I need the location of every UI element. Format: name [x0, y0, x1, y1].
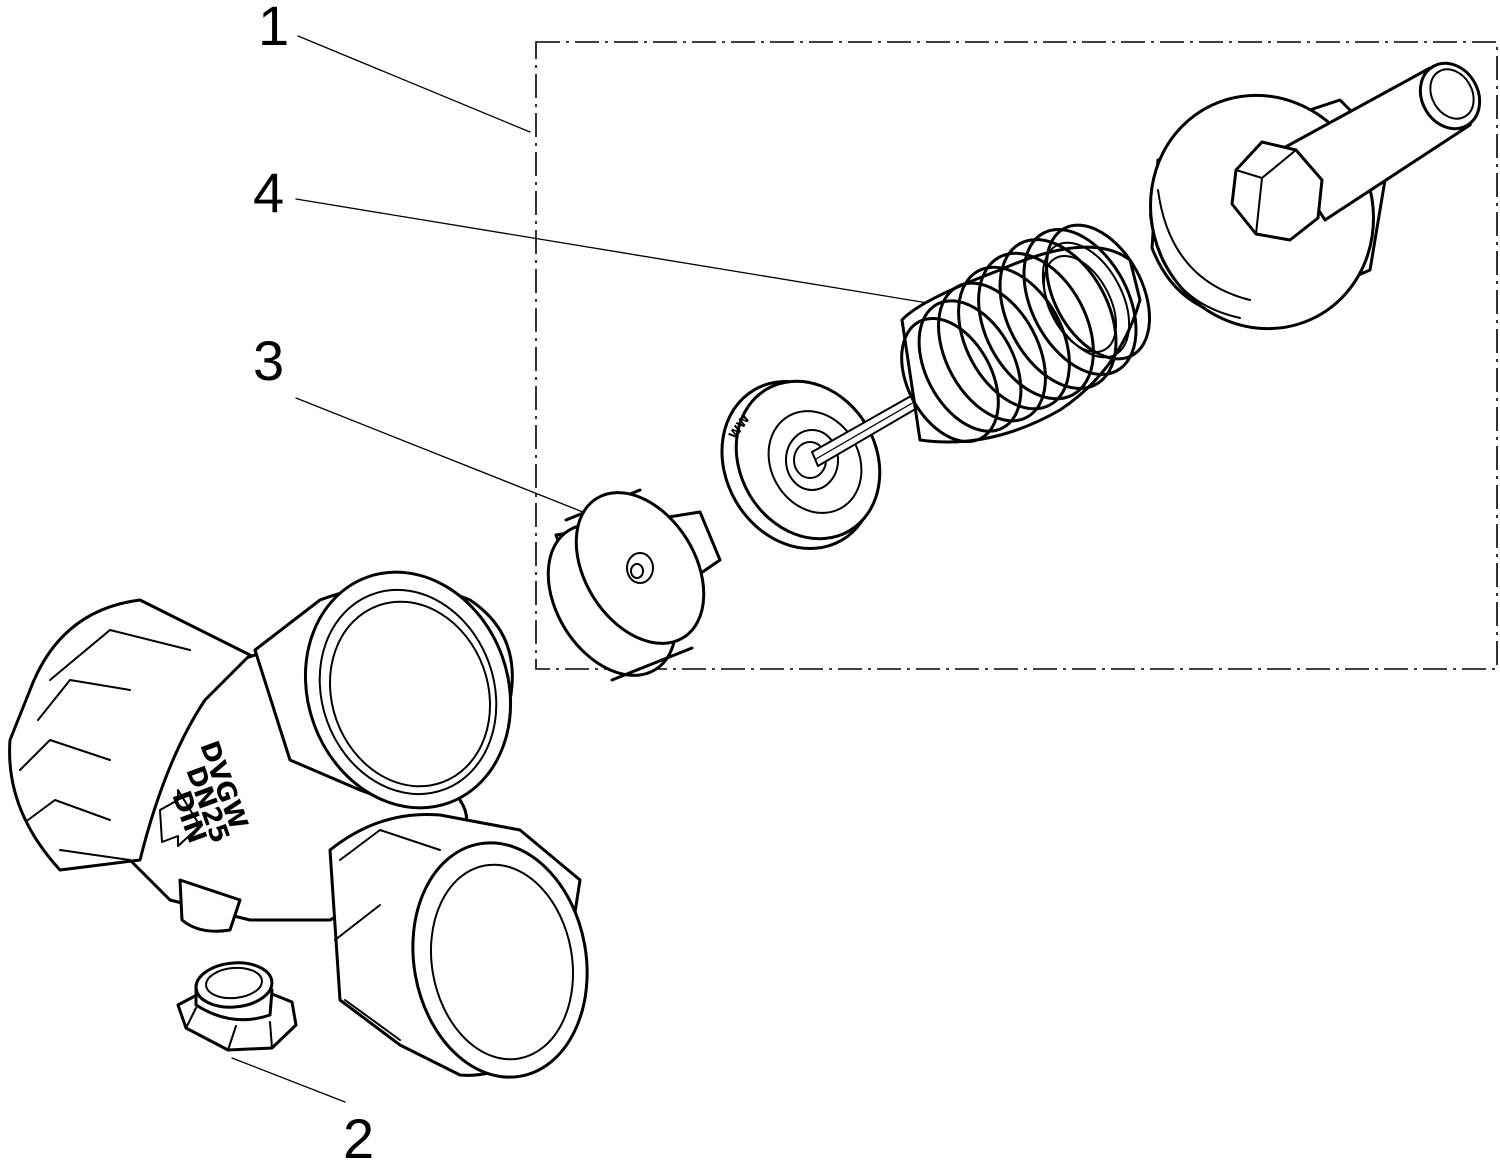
assembly-box — [535, 41, 1498, 670]
drain-plug — [176, 961, 298, 1052]
leader-line-1 — [297, 35, 531, 133]
leader-line-4 — [295, 198, 941, 306]
guide-tube — [1278, 61, 1482, 222]
callout-2: 2 — [343, 1107, 374, 1163]
flow-direction-arrow-icon — [159, 789, 201, 847]
hex-nut — [1230, 140, 1324, 242]
callout-1: 1 — [258, 0, 289, 57]
valve-body: DVGW DN25 DIN — [8, 570, 589, 1079]
compression-spring — [900, 223, 1151, 444]
callout-3: 3 — [253, 329, 284, 392]
leader-line-3 — [295, 397, 599, 519]
leader-line-2 — [231, 1057, 346, 1103]
valve-plate: WW — [720, 379, 882, 551]
callout-4: 4 — [253, 161, 284, 224]
seal-disc — [546, 488, 722, 682]
